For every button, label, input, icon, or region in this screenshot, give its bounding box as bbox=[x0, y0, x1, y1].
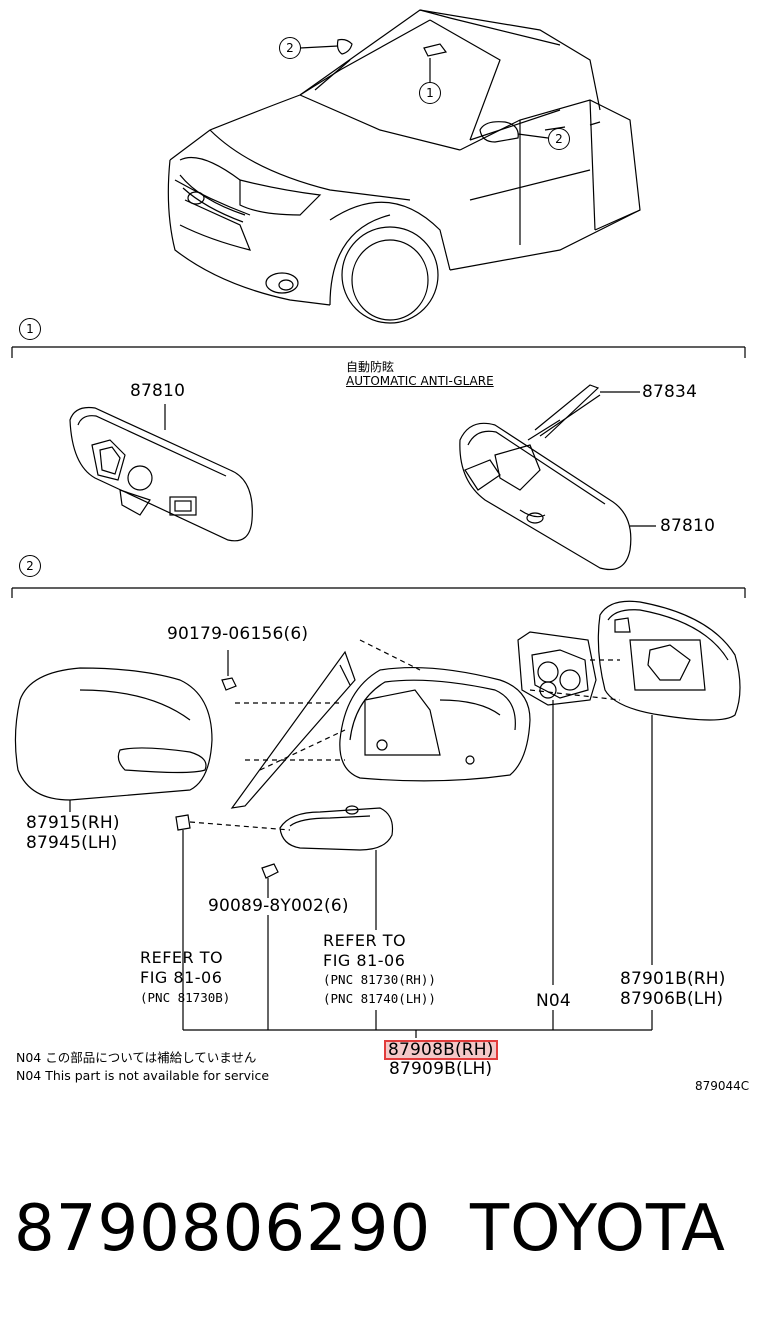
refer-left-line2: FIG 81-06 bbox=[140, 968, 223, 987]
mirror-cover bbox=[14, 667, 213, 801]
refer-left-line1: REFER TO bbox=[140, 948, 224, 967]
part-label-87810-right: 87810 bbox=[660, 516, 716, 536]
part-label-assembly-lh: 87909B(LH) bbox=[389, 1059, 493, 1079]
part-label-bolt: 90179-06156(6) bbox=[167, 624, 309, 644]
section-2-callout: 2 bbox=[19, 555, 41, 577]
part-label-n04: N04 bbox=[536, 991, 571, 1011]
footer-part-number: 8790806290 bbox=[14, 1192, 432, 1266]
turn-signal-lamp bbox=[279, 805, 394, 851]
part-label-glass-rh: 87901B(RH) bbox=[620, 969, 726, 989]
callout-2-door-mirror: 2 bbox=[548, 128, 570, 150]
refer-mid-line2: FIG 81-06 bbox=[323, 951, 406, 970]
refer-left-line3: (PNC 81730B) bbox=[140, 990, 231, 1005]
part-label-87834: 87834 bbox=[642, 382, 698, 402]
part-label-glass-lh: 87906B(LH) bbox=[620, 989, 724, 1009]
part-label-screw: 90089-8Y002(6) bbox=[208, 896, 349, 916]
anti-glare-label-en: AUTOMATIC ANTI-GLARE bbox=[346, 374, 494, 388]
mirror-motor bbox=[517, 631, 597, 706]
note-en: N04 This part is not available for servi… bbox=[16, 1068, 270, 1083]
section-1-callout: 1 bbox=[19, 318, 41, 340]
part-label-cover-rh: 87915(RH) bbox=[26, 813, 120, 833]
anti-glare-label-jp: 自動防眩 bbox=[346, 360, 395, 374]
figure-id: 879044C bbox=[695, 1079, 750, 1093]
part-label-assembly-rh-highlighted[interactable]: 87908B(RH) bbox=[384, 1040, 498, 1060]
footer-brand: TOYOTA bbox=[470, 1192, 726, 1266]
callout-1-inner-mirror: 1 bbox=[419, 82, 441, 104]
refer-mid-line4: (PNC 81740(LH)) bbox=[323, 991, 436, 1006]
rearview-mirror-left bbox=[69, 406, 253, 542]
car-illustration bbox=[167, 9, 641, 324]
part-label-cover-lh: 87945(LH) bbox=[26, 833, 118, 853]
note-jp: N04 この部品については補給していません bbox=[16, 1050, 257, 1065]
mirror-housing bbox=[339, 666, 531, 782]
rearview-mirror-right bbox=[459, 384, 632, 571]
refer-mid-line3: (PNC 81730(RH)) bbox=[323, 972, 436, 987]
refer-mid-line1: REFER TO bbox=[323, 931, 407, 950]
callout-2-top-left: 2 bbox=[279, 37, 301, 59]
mirror-glass bbox=[597, 600, 741, 721]
part-label-87810-left: 87810 bbox=[130, 381, 186, 401]
